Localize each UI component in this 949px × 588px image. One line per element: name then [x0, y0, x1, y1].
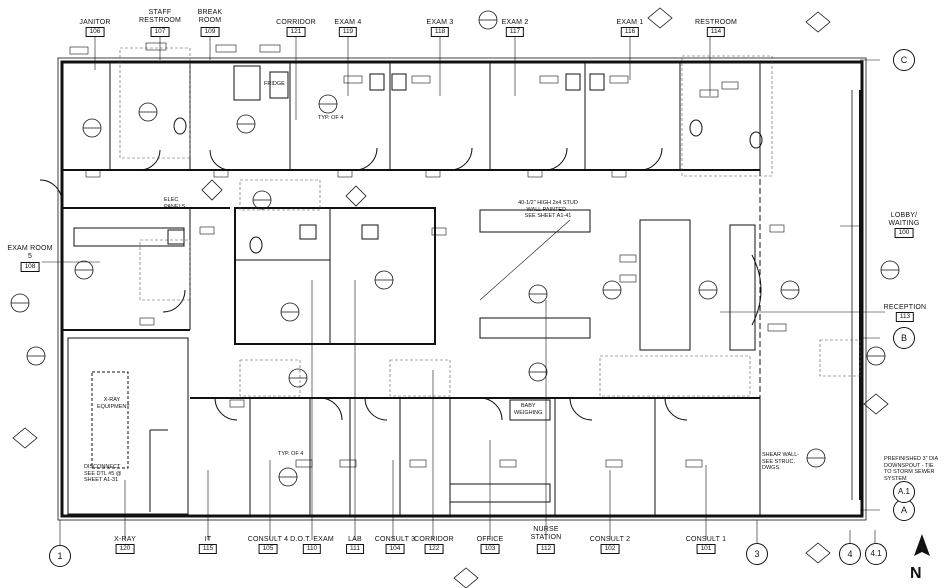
room-label-exam-2: EXAM 2 — [501, 19, 529, 26]
room-number-staff-restroom: 107 — [150, 27, 170, 37]
room-number-office: 103 — [480, 544, 500, 554]
room-number-consult-4: 105 — [258, 544, 278, 554]
room-number-exam-3: 118 — [430, 27, 450, 37]
room-number-exam-1: 116 — [620, 27, 640, 37]
room-label-exam-1: EXAM 1 — [616, 19, 644, 26]
room-label-consult-1: CONSULT 1 — [685, 536, 727, 543]
note-disconnect: DISCONNECT SEE DTL #5 @ SHEET A1-31 — [84, 464, 122, 483]
room-label-exam-room-5: EXAM ROOM 5 — [7, 245, 53, 260]
room-number-x-ray: 120 — [115, 544, 135, 554]
grid-bubble-c: C — [893, 49, 915, 71]
room-label-staff-restroom: STAFF RESTROOM — [138, 9, 182, 24]
note-baby-weighing: BABY WEIGHING — [514, 403, 543, 416]
grid-bubble-1: 1 — [49, 545, 71, 567]
room-label-reception: RECEPTION — [883, 304, 927, 311]
note-typ-of-4-upper: TYP. OF 4 — [318, 115, 344, 121]
note-stud-wall: 40-1/2" HIGH 2x4 STUD WALL PAINTED - SEE… — [518, 200, 578, 219]
room-number-dot-exam: 110 — [302, 544, 322, 554]
room-label-lobby-waiting: LOBBY/ WAITING — [888, 212, 920, 227]
room-number-exam-4: 119 — [338, 27, 358, 37]
room-label-x-ray: X-RAY — [114, 536, 136, 543]
room-number-reception: 113 — [895, 312, 915, 322]
room-label-exam-3: EXAM 3 — [426, 19, 454, 26]
note-elec-panels: ELEC PANELS — [164, 197, 186, 210]
room-label-consult-2: CONSULT 2 — [589, 536, 631, 543]
note-typ-of-4-lower: TYP. OF 4 — [278, 451, 304, 457]
grid-bubble-4-1: 4.1 — [865, 543, 887, 565]
grid-bubble-4: 4 — [839, 543, 861, 565]
room-number-it: 115 — [198, 544, 218, 554]
room-number-consult-2: 102 — [600, 544, 620, 554]
room-label-office: OFFICE — [476, 536, 504, 543]
room-label-janitor: JANITOR — [79, 19, 111, 26]
room-label-corridor-122: CORRIDOR — [414, 536, 454, 543]
north-arrow-icon: N — [906, 533, 942, 585]
room-number-restroom-114: 114 — [706, 27, 726, 37]
room-number-break-room: 109 — [200, 27, 220, 37]
room-number-consult-1: 101 — [696, 544, 716, 554]
room-label-restroom-114: RESTROOM — [694, 19, 738, 26]
room-number-exam-2: 117 — [505, 27, 525, 37]
room-label-it: IT — [204, 536, 212, 543]
room-label-break-room: BREAK ROOM — [197, 9, 223, 24]
room-number-lobby-waiting: 100 — [894, 228, 914, 238]
room-number-corridor-121: 121 — [286, 27, 306, 37]
room-label-consult-4: CONSULT 4 — [247, 536, 289, 543]
room-number-janitor: 106 — [85, 27, 105, 37]
room-number-lab: 111 — [346, 544, 364, 554]
room-label-corridor-121: CORRIDOR — [276, 19, 316, 26]
note-downspout: PREFINISHED 3" DIA DOWNSPOUT - TIE TO ST… — [884, 456, 939, 482]
room-label-nurse-station: NURSE STATION — [530, 526, 562, 541]
room-label-lab: LAB — [348, 536, 362, 543]
room-label-exam-4: EXAM 4 — [334, 19, 362, 26]
room-label-consult-3: CONSULT 3 — [374, 536, 416, 543]
room-number-exam-room-5: 108 — [20, 262, 40, 272]
room-number-corridor-122: 122 — [424, 544, 444, 554]
north-label: N — [910, 565, 922, 582]
grid-bubble-a1: A.1 — [893, 481, 915, 503]
note-xray-equipment: X-RAY EQUIPMENT — [97, 397, 130, 410]
grid-bubble-b: B — [893, 327, 915, 349]
note-fridge: FRIDGE — [264, 81, 285, 87]
room-number-nurse-station: 112 — [536, 544, 556, 554]
room-label-dot-exam: D.O.T. EXAM — [290, 536, 334, 543]
room-number-consult-3: 104 — [385, 544, 405, 554]
grid-bubble-3: 3 — [746, 543, 768, 565]
note-shear-wall: SHEAR WALL- SEE STRUC. DWGS. — [762, 452, 800, 471]
